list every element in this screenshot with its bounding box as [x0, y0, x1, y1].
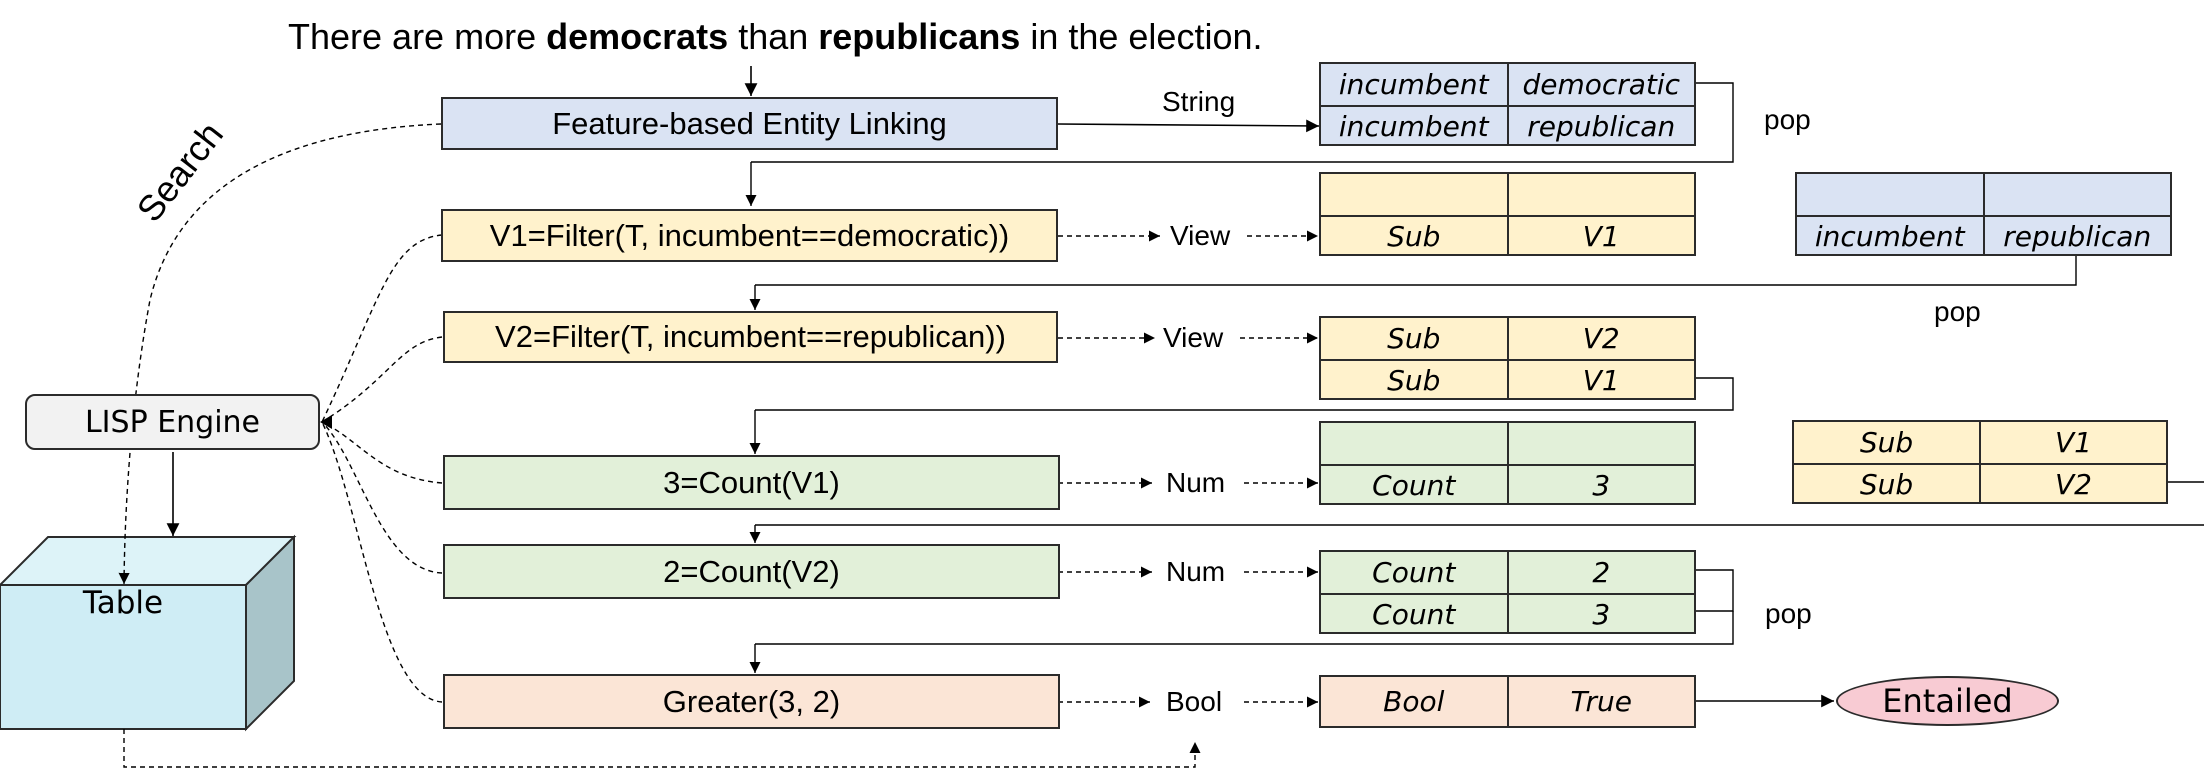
stack-cell [1506, 174, 1695, 215]
stack-after-filter-v2: Sub V2 Sub V1 [1319, 316, 1696, 400]
stack-cell: Sub [1387, 322, 1441, 355]
stack-cell: democratic [1506, 64, 1695, 105]
stack-row: incumbent republican [1797, 215, 2170, 256]
stack-cell: V2 [1506, 318, 1695, 359]
title-part-1: There are more [288, 16, 547, 57]
stack-row: Bool True [1321, 677, 1694, 726]
stack-row: Sub V2 [1321, 318, 1694, 359]
pop-label-3: pop [1765, 598, 1812, 629]
stack-row [1321, 174, 1694, 215]
stack-row: incumbent republican [1321, 105, 1694, 146]
stack-entities: incumbent democratic incumbent republica… [1319, 62, 1696, 146]
stack-row: incumbent democratic [1321, 64, 1694, 105]
entailed-result: Entailed [1836, 676, 2059, 726]
stack-row: Count 2 [1321, 552, 1694, 593]
title-bold-democrats: democrats [546, 16, 729, 57]
stack-cell: Sub [1387, 220, 1441, 253]
stack-after-count-v2: Count 2 Count 3 [1319, 550, 1696, 634]
stack-cell: incumbent [1814, 220, 1965, 253]
stack-cell: V1 [1506, 361, 1695, 400]
lisp-engine-box: LISP Engine [25, 394, 320, 450]
stack-cell [1321, 423, 1507, 464]
stack-cell: 2 [1506, 552, 1695, 593]
stack-row [1797, 174, 2170, 215]
popped-stack-views: Sub V1 Sub V2 [1792, 420, 2168, 504]
stack-row: Count 3 [1321, 464, 1694, 505]
output-label-bool: Bool [1166, 686, 1223, 717]
stack-row: Sub V1 [1321, 215, 1694, 256]
popped-stack-republican: incumbent republican [1795, 172, 2172, 256]
stack-row [1321, 423, 1694, 464]
stack-cell [1797, 174, 1983, 215]
output-label-view-2: View [1163, 322, 1224, 353]
stack-cell [1506, 423, 1695, 464]
pop-label-1: pop [1764, 104, 1811, 135]
op-filter-v2: V2=Filter(T, incumbent==republican)) [443, 311, 1058, 363]
stack-cell: Count [1372, 556, 1456, 589]
stack-cell: 3 [1506, 466, 1695, 505]
output-label-num-2: Num [1166, 556, 1226, 587]
stack-after-filter-v1: Sub V1 [1319, 172, 1696, 256]
stack-cell: 3 [1506, 595, 1695, 634]
pop-label-2: pop [1934, 296, 1981, 327]
stack-after-count-v1: Count 3 [1319, 421, 1696, 505]
table-label: Table [82, 585, 164, 621]
stack-cell: republican [1506, 107, 1695, 146]
stack-cell: Sub [1859, 468, 1914, 501]
stack-cell: V1 [1979, 422, 2166, 463]
stack-cell: Count [1372, 598, 1456, 631]
op-count-v2: 2=Count(V2) [443, 544, 1060, 599]
stack-cell: incumbent [1338, 68, 1489, 101]
title-part-2: than [728, 16, 819, 57]
stack-cell [1982, 174, 2171, 215]
stack-cell: Count [1372, 469, 1456, 502]
stack-cell: V2 [1979, 465, 2166, 504]
table-cube [0, 534, 297, 732]
stack-row: Count 3 [1321, 593, 1694, 634]
op-count-v1: 3=Count(V1) [443, 455, 1060, 510]
stack-cell: Sub [1859, 426, 1914, 459]
stack-cell: V1 [1506, 217, 1695, 256]
stack-cell: True [1506, 677, 1695, 726]
stack-cell: incumbent [1338, 110, 1489, 143]
title-bold-republicans: republicans [818, 16, 1021, 57]
op-greater: Greater(3, 2) [443, 674, 1060, 729]
stack-after-greater: Bool True [1319, 675, 1696, 728]
title-part-3: in the election. [1020, 16, 1263, 57]
stack-row: Sub V1 [1321, 359, 1694, 400]
output-label-view-1: View [1170, 220, 1231, 251]
output-label-num-1: Num [1166, 467, 1226, 498]
op-filter-v1: V1=Filter(T, incumbent==democratic)) [441, 209, 1058, 262]
stack-cell: Sub [1387, 364, 1441, 397]
op-entity-linking: Feature-based Entity Linking [441, 97, 1058, 150]
question-sentence: There are more democrats than republican… [288, 16, 1262, 58]
stack-cell [1321, 174, 1507, 215]
stack-cell: Bool [1383, 685, 1445, 718]
output-label-string: String [1162, 86, 1236, 117]
stack-row: Sub V2 [1794, 463, 2166, 504]
stack-row: Sub V1 [1794, 422, 2166, 463]
stack-cell: republican [1982, 217, 2171, 256]
